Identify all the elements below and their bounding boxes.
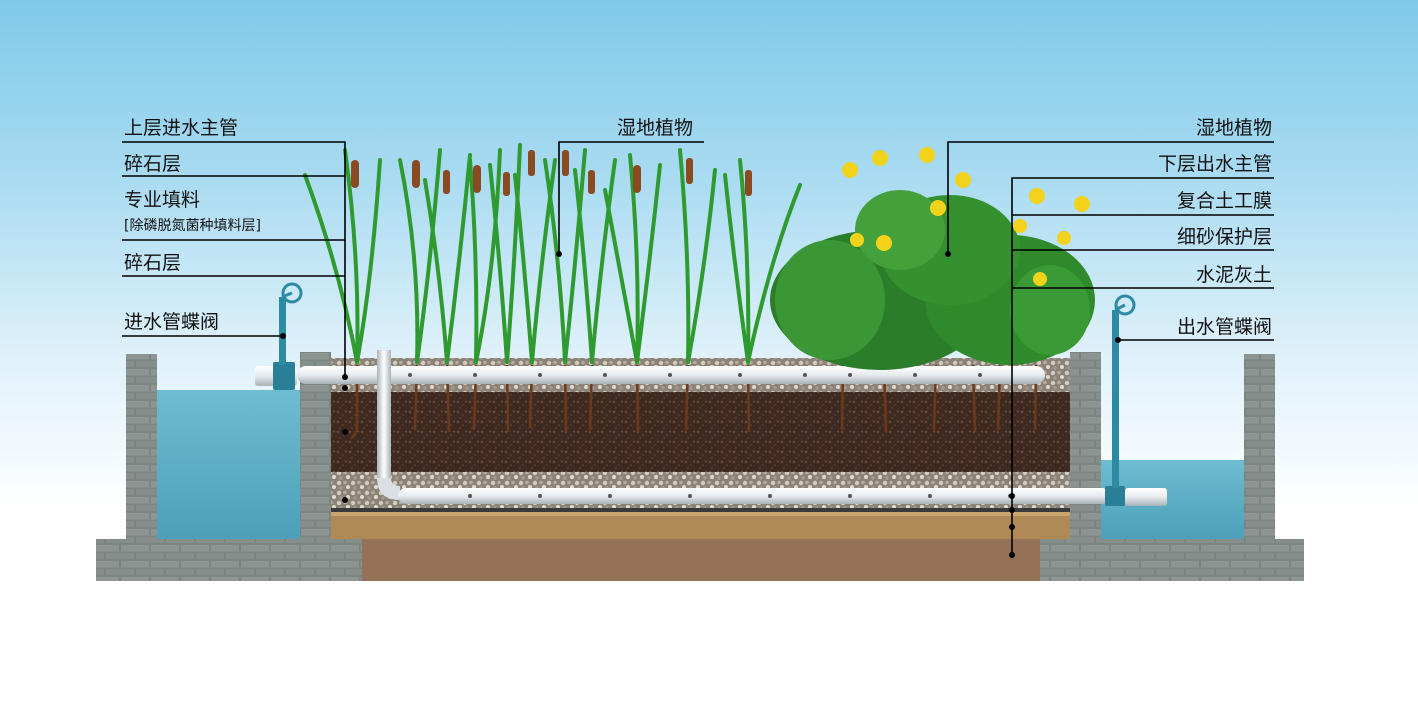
composite-geomembrane-layer bbox=[331, 508, 1070, 512]
label-wetland-plants-right: 湿地植物 bbox=[1196, 117, 1272, 139]
label-cement-lime-soil: 水泥灰土 bbox=[1196, 264, 1272, 286]
inlet-water-tank bbox=[157, 390, 300, 539]
label-special-filler: 专业填料 bbox=[124, 189, 200, 211]
right-inner-wall bbox=[1070, 352, 1101, 539]
label-gravel-layer-top: 碎石层 bbox=[124, 153, 181, 175]
outlet-butterfly-valve bbox=[1112, 296, 1134, 488]
label-lower-outlet-main-pipe: 下层出水主管 bbox=[1158, 153, 1272, 175]
left-foundation bbox=[96, 539, 362, 581]
label-outlet-butterfly-valve: 出水管蝶阀 bbox=[1177, 316, 1272, 338]
label-inlet-butterfly-valve: 进水管蝶阀 bbox=[124, 311, 219, 333]
label-upper-inlet-main-pipe: 上层进水主管 bbox=[124, 117, 238, 139]
inlet-butterfly-valve bbox=[279, 284, 301, 365]
label-fine-sand-protective-layer: 细砂保护层 bbox=[1177, 226, 1272, 248]
filler-layer bbox=[331, 392, 1070, 472]
label-composite-geomembrane: 复合土工膜 bbox=[1177, 190, 1272, 212]
label-filler-note: [除磷脱氮菌种填料层] bbox=[124, 217, 261, 235]
canna-plants bbox=[770, 147, 1095, 370]
right-foundation bbox=[1040, 539, 1304, 581]
left-outer-wall bbox=[126, 354, 157, 539]
label-gravel-layer-bottom: 碎石层 bbox=[124, 252, 181, 274]
sand-protective-layer bbox=[331, 512, 1070, 539]
right-outer-wall bbox=[1244, 354, 1275, 539]
cattail-plants bbox=[305, 145, 800, 362]
label-wetland-plants-center: 湿地植物 bbox=[617, 117, 693, 139]
